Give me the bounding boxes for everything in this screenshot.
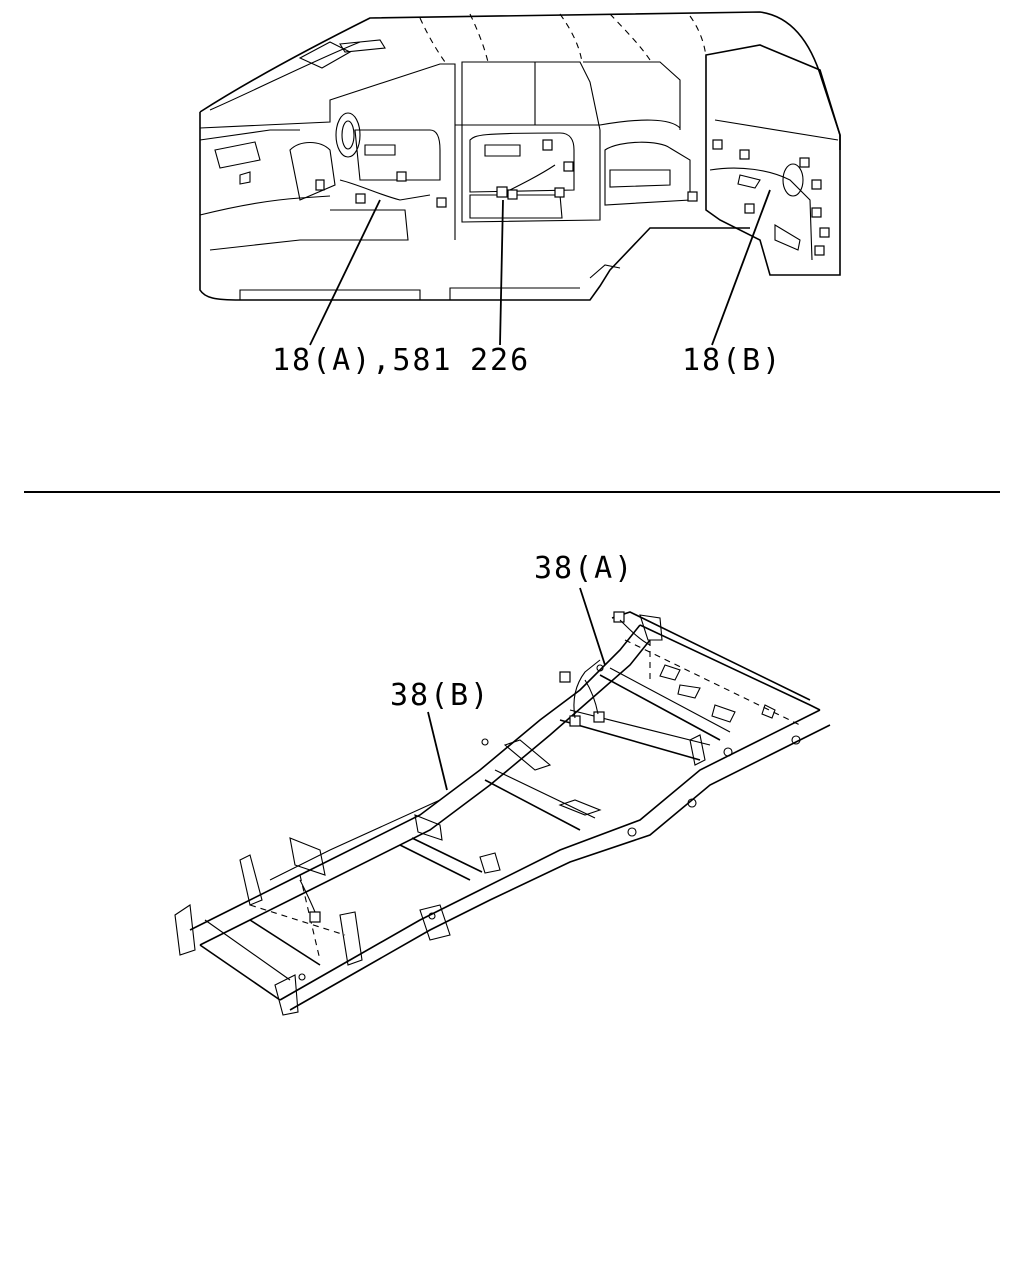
chassis-frame-illustration (174, 587, 831, 1016)
callout-38b: 38(B) (390, 678, 490, 713)
callout-18b: 18(B) (682, 343, 782, 378)
interior-cutaway-illustration (199, 11, 841, 346)
callout-18a-581: 18(A),581 (272, 343, 453, 378)
callout-38a: 38(A) (534, 551, 634, 586)
callout-226: 226 (470, 343, 530, 378)
